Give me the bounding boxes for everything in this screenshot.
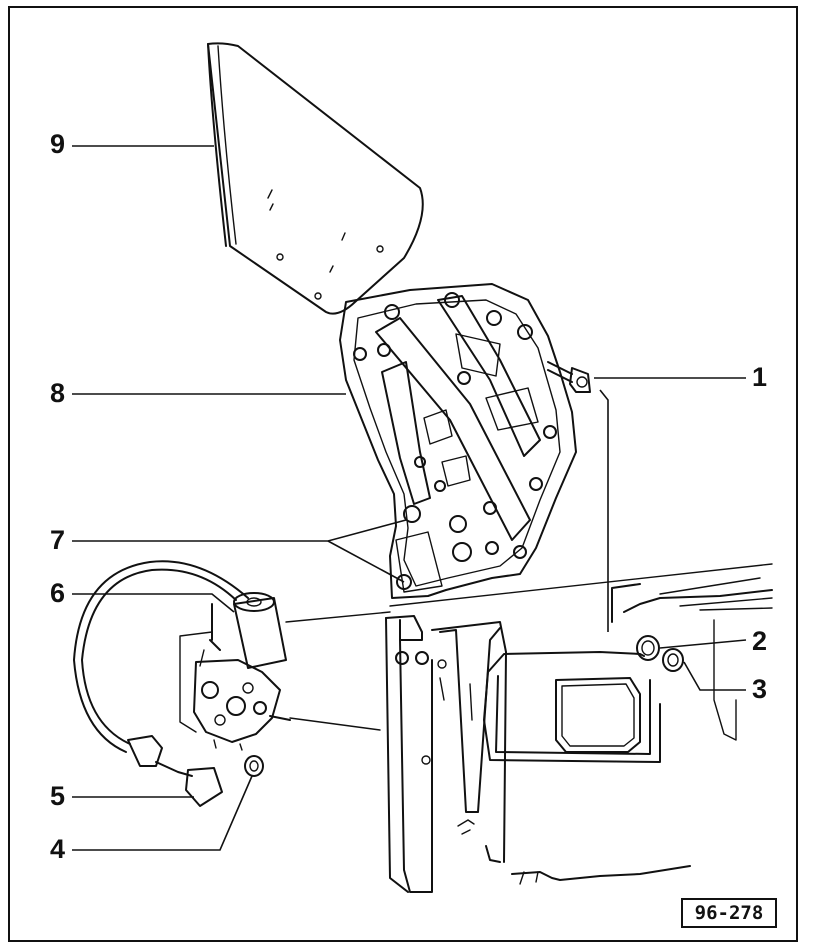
wiring-harness <box>73 560 249 807</box>
door-shell <box>285 563 773 893</box>
callout-8: 8 <box>50 378 66 408</box>
callout-2: 2 <box>752 626 768 656</box>
callout-6: 6 <box>50 578 66 608</box>
leader-lines <box>72 145 747 851</box>
callout-5: 5 <box>50 781 66 811</box>
callout-9: 9 <box>50 129 66 159</box>
grommet <box>636 635 660 661</box>
callout-3: 3 <box>752 674 768 704</box>
figure-code-label: 96-278 <box>681 898 777 928</box>
callout-1: 1 <box>752 362 768 392</box>
callout-7: 7 <box>50 525 66 555</box>
small-nut <box>244 755 264 777</box>
window-glass <box>207 42 424 315</box>
callout-4: 4 <box>50 834 66 864</box>
nut <box>662 648 684 672</box>
motor-drive-unit <box>179 592 381 751</box>
bolt <box>547 361 591 393</box>
diagram-frame <box>8 6 798 942</box>
regulator-plate <box>339 283 577 599</box>
